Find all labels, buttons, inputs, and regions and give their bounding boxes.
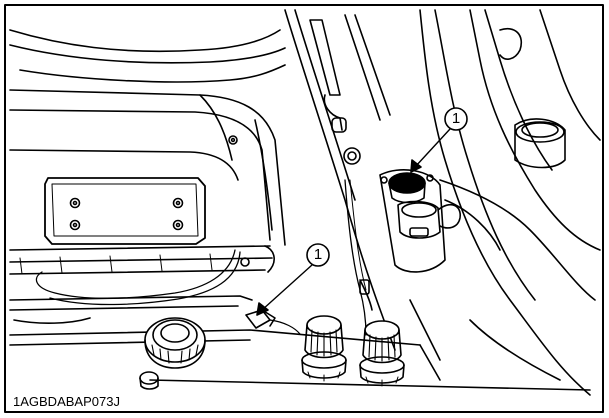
upper-socket bbox=[380, 172, 461, 239]
plate-bolts bbox=[69, 135, 238, 231]
lever-slot bbox=[309, 19, 341, 96]
small-knob bbox=[343, 147, 361, 165]
callout-number-lower: 1 bbox=[313, 246, 323, 263]
callout-number-upper: 1 bbox=[451, 110, 461, 127]
callout-arrowhead-lower bbox=[256, 302, 269, 316]
callout-arrowhead-upper bbox=[410, 159, 422, 173]
side-panel bbox=[284, 9, 601, 396]
round-cap bbox=[514, 118, 566, 169]
callout-circle-lower bbox=[306, 243, 330, 267]
image-border bbox=[4, 4, 604, 413]
callout-leader-lower bbox=[261, 264, 313, 311]
figure-code-label: 1AGBDABAP073J bbox=[11, 394, 123, 409]
cable bbox=[344, 179, 367, 336]
callout-leader-upper bbox=[414, 128, 451, 168]
wire-harness bbox=[35, 249, 236, 299]
callout-circle-upper bbox=[444, 107, 468, 131]
floor-base bbox=[9, 329, 591, 391]
seat-bracket-plate bbox=[44, 177, 206, 245]
twin-knob-right bbox=[359, 320, 405, 387]
small-cap bbox=[139, 371, 159, 390]
seat bbox=[9, 29, 286, 324]
socket-bezel bbox=[379, 169, 446, 273]
twin-knob-left bbox=[301, 315, 347, 382]
lower-connector bbox=[245, 309, 301, 335]
callout-upper bbox=[410, 107, 468, 173]
big-knob bbox=[144, 317, 206, 369]
callout-lower bbox=[256, 243, 330, 316]
